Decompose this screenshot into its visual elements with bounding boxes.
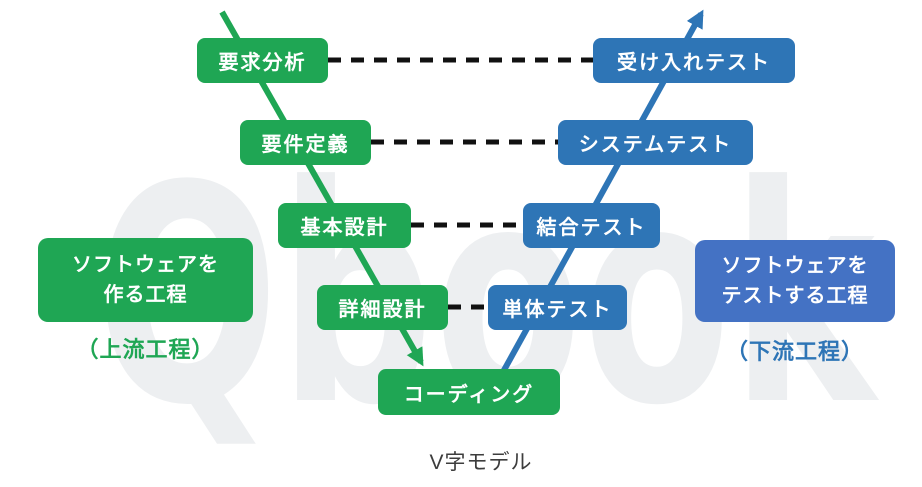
- left-annotation-box: ソフトウェアを 作る工程: [38, 238, 253, 322]
- right-annotation-box: ソフトウェアを テストする工程: [695, 240, 895, 322]
- phase-detailed-design: 詳細設計: [317, 285, 448, 330]
- phase-coding: コーディング: [378, 369, 560, 415]
- left-annotation-line2: 作る工程: [103, 284, 188, 306]
- diagram-title: V字モデル: [429, 451, 533, 474]
- phase-requirement-analysis: 要求分析: [197, 38, 328, 83]
- phase-requirement-definition: 要件定義: [240, 120, 371, 165]
- left-annotation-line1: ソフトウェアを: [72, 254, 219, 276]
- phase-integration-test: 結合テスト: [523, 203, 660, 248]
- right-annotation-line1: ソフトウェアを: [721, 255, 869, 277]
- right-annotation-caption: （下流工程）: [725, 339, 864, 364]
- right-annotation-line2: テストする工程: [721, 285, 869, 307]
- left-annotation-caption: （上流工程）: [76, 337, 215, 362]
- phase-unit-test: 単体テスト: [488, 285, 627, 330]
- phase-system-test: システムテスト: [558, 120, 753, 165]
- phase-basic-design: 基本設計: [278, 203, 411, 248]
- phase-acceptance-test: 受け入れテスト: [593, 38, 795, 83]
